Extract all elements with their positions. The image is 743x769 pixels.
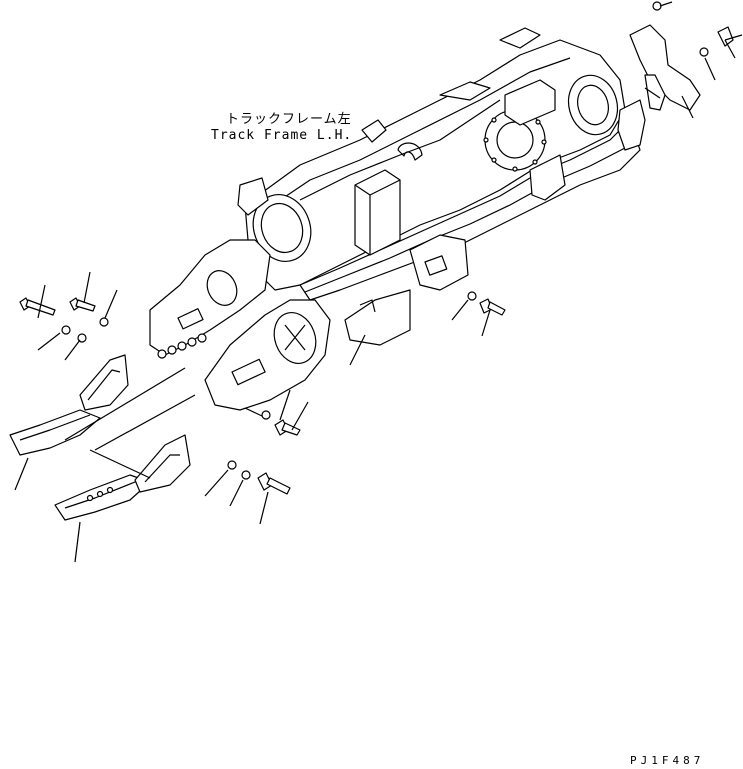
washer-2 bbox=[99, 317, 109, 327]
rear-bracket bbox=[617, 1, 743, 151]
washer-1 bbox=[61, 325, 71, 335]
track-frame-body bbox=[237, 27, 641, 301]
frame-label-english: Track Frame L.H. bbox=[211, 128, 353, 143]
leader-lines bbox=[14, 1, 736, 563]
drawing-code: PJ1F487 bbox=[630, 754, 705, 767]
bolt-3 bbox=[479, 298, 506, 316]
side-guard-plate bbox=[344, 289, 411, 346]
washer-4 bbox=[467, 291, 477, 301]
bolt-5 bbox=[257, 472, 291, 495]
leader-guide-lines bbox=[64, 367, 196, 479]
washer-7 bbox=[241, 470, 251, 480]
bolt-4 bbox=[274, 419, 301, 436]
frame-label-japanese: トラックフレーム左 bbox=[226, 112, 352, 127]
washer-5 bbox=[261, 410, 271, 420]
upper-guard bbox=[9, 354, 129, 456]
lower-bogie bbox=[204, 154, 566, 411]
bolt-1 bbox=[19, 297, 56, 316]
lower-guard bbox=[54, 434, 191, 521]
washer-6 bbox=[227, 460, 237, 470]
front-yoke bbox=[149, 239, 271, 359]
bolt-2 bbox=[69, 297, 96, 312]
